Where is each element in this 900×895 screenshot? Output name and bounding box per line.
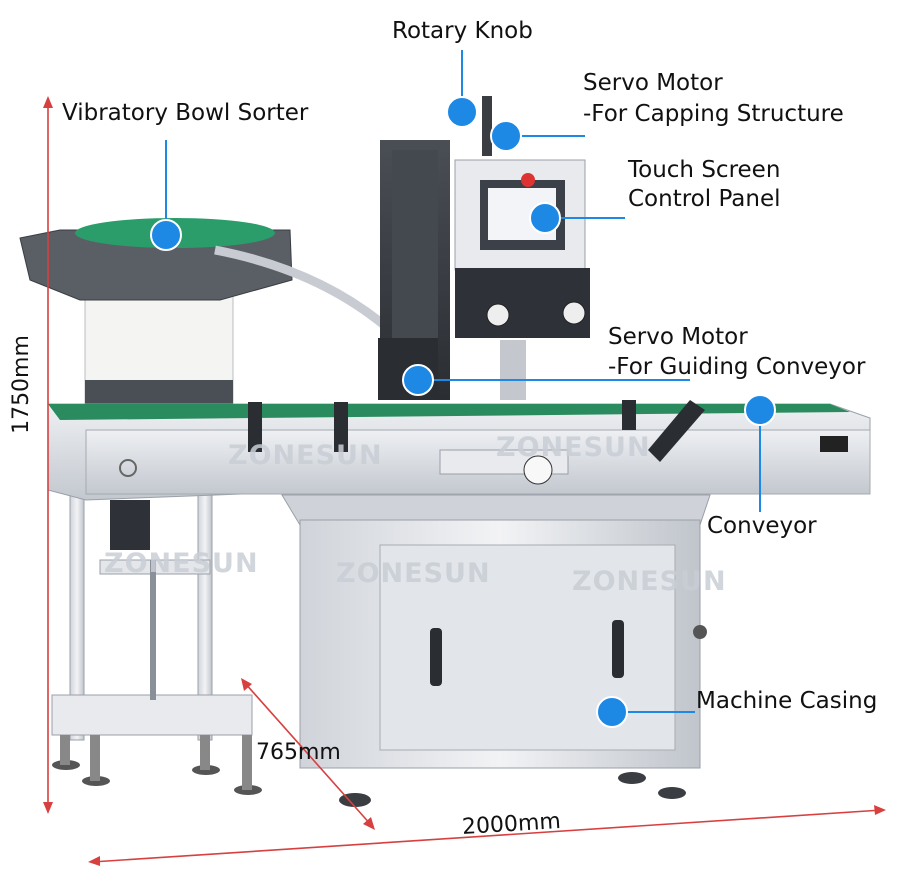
label-rotary-knob: Rotary Knob — [392, 18, 533, 44]
watermark: ZONESUN — [104, 548, 259, 579]
label-machine-casing: Machine Casing — [696, 688, 878, 714]
marker-servo-capping — [490, 120, 522, 152]
annotation-markers — [150, 50, 776, 728]
label-conveyor: Conveyor — [707, 513, 817, 539]
watermark: ZONESUN — [228, 440, 383, 471]
label-touch-screen-line2: Control Panel — [628, 186, 781, 212]
capping-tower — [378, 96, 590, 400]
bowl-stand — [51, 419, 262, 795]
marker-bowl-sorter — [150, 219, 182, 251]
vibratory-bowl — [19, 218, 393, 411]
pressure-gauge — [439, 449, 569, 485]
label-servo-capping-line1: Servo Motor — [583, 70, 723, 96]
dimension-lines — [43, 96, 886, 866]
watermark: ZONESUN — [496, 432, 651, 463]
dimension-depth: 765mm — [256, 740, 341, 765]
guide-clamps — [248, 400, 705, 462]
watermark: ZONESUN — [336, 558, 491, 589]
label-servo-guiding-line1: Servo Motor — [608, 324, 748, 350]
marker-touch-screen — [529, 202, 561, 234]
marker-servo-guiding — [402, 364, 434, 396]
marker-machine-casing — [596, 696, 628, 728]
label-bowl-sorter: Vibratory Bowl Sorter — [62, 100, 309, 126]
label-servo-guiding-line2: -For Guiding Conveyor — [608, 354, 866, 380]
watermark: ZONESUN — [572, 566, 727, 597]
marker-conveyor — [744, 394, 776, 426]
marker-rotary-knob — [446, 96, 478, 128]
dimension-height: 1750mm — [8, 335, 34, 434]
label-touch-screen-line1: Touch Screen — [628, 157, 781, 183]
label-servo-capping-line2: -For Capping Structure — [583, 101, 844, 127]
machine-cabinet — [281, 494, 711, 807]
